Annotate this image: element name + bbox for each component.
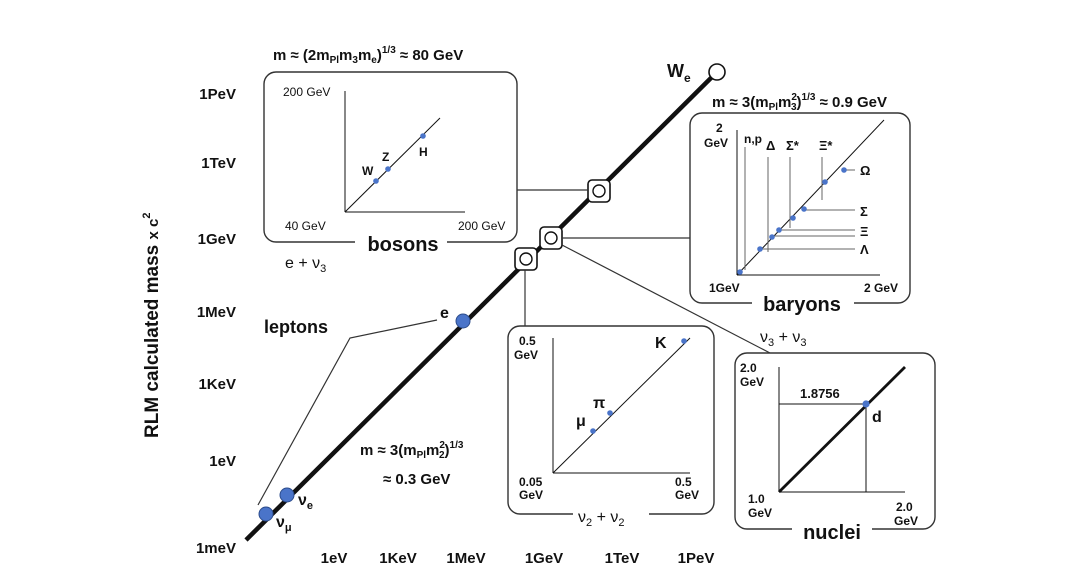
bosons-label-h: H [419,145,428,159]
mesons-label-mu: μ [576,413,586,430]
leptons-label: leptons [264,317,328,337]
nuclei-inset: 1.8756 d 2.0 GeV 1.0 GeV 2.0 GeV nuclei [734,352,936,544]
nuclei-diagonal [778,366,906,493]
y-tick-1gev: 1GeV [198,231,236,248]
x-tick-1kev: 1KeV [379,550,417,567]
x-tick-1pev: 1PeV [678,550,715,567]
mesons-point-pi [607,410,613,416]
bosons-point-h [420,133,426,139]
baryons-point-xistar [822,179,828,185]
x-tick-1mev: 1MeV [446,550,485,567]
baryons-label-omega: Ω [860,163,870,178]
bosons-point-w [373,178,379,184]
point-we [708,63,726,81]
mesons-label-k: K [655,335,667,352]
x-tick-1ev: 1eV [321,550,348,567]
baryons-combo: ν3 + ν3 [760,329,806,349]
nuclei-x-max-2: GeV [894,514,918,528]
mesons-x-min-2: GeV [519,488,543,502]
mesons-label-pi: π [593,395,605,412]
bosons-label-z: Z [382,150,389,164]
baryons-point-omega [841,167,847,173]
y-axis-title: RLM calculated mass x c2 [141,212,163,438]
mesons-point-k [681,338,687,344]
baryons-point-sigma [769,234,775,240]
y-tick-1ev: 1eV [209,453,236,470]
nuclei-y-top-1: 2.0 [740,361,757,375]
y-tick-1mev-low: 1meV [196,540,236,557]
bosons-inset: m ≈ (2mPlm3me)1/3 ≈ 80 GeV 200 GeV 40 Ge… [263,45,518,275]
x-tick-1gev: 1GeV [525,550,563,567]
formula-03-gev-result: ≈ 0.3 GeV [383,471,450,488]
mesons-y-top-2: GeV [514,348,538,362]
baryons-point-delta [790,215,796,221]
nuclei-title: nuclei [803,522,861,544]
baryons-label-sigmastar: Σ* [786,138,800,153]
point-electron [455,313,471,329]
mesons-point-mu [590,428,596,434]
marker-bosons [587,179,611,203]
nuclei-x-max-1: 2.0 [896,500,913,514]
baryons-label-xistar: Ξ* [819,138,833,153]
baryons-y-top-2: GeV [704,136,728,150]
baryons-title: baryons [763,294,841,316]
marker-baryons [539,226,563,250]
bosons-label-w: W [362,164,374,178]
mesons-y-top-1: 0.5 [519,334,536,348]
main-plot: 1PeV 1TeV 1GeV 1MeV 1KeV 1eV 1meV 1eV 1K… [141,61,771,567]
label-nue: νe [298,492,313,512]
baryons-point-np [737,269,743,275]
baryons-x-max: 2 GeV [864,281,898,295]
bosons-formula: m ≈ (2mPlm3me)1/3 ≈ 80 GeV [273,45,463,66]
nuclei-x-min-1: 1.0 [748,492,765,506]
label-we: We [667,61,691,85]
baryons-point-lambda [757,246,763,252]
leptons-leader-line [257,319,438,506]
bosons-point-z [385,166,391,172]
y-tick-1kev: 1KeV [198,376,236,393]
connector-nuclei [561,244,771,354]
y-tick-1tev: 1TeV [201,155,236,172]
label-numu: νμ [276,514,292,534]
marker-mesons [514,247,538,271]
main-diagonal-line [244,70,719,542]
baryons-y-top-1: 2 [716,121,723,135]
nuclei-x-min-2: GeV [748,506,772,520]
baryons-label-np: n,p [744,132,762,146]
nuclei-label-d: d [872,409,882,426]
point-nue [279,487,295,503]
mesons-x-max-2: GeV [675,488,699,502]
nuclei-value: 1.8756 [800,386,840,401]
baryons-point-xi [776,227,782,233]
mesons-x-max-1: 0.5 [675,475,692,489]
y-tick-1pev: 1PeV [199,86,236,103]
baryons-x-min: 1GeV [709,281,740,295]
baryons-label-lambda: Λ [860,242,869,257]
point-numu [258,506,274,522]
mesons-diagonal [552,337,691,474]
nuclei-y-top-2: GeV [740,375,764,389]
label-electron: e [440,305,449,322]
mesons-combo: ν2 + ν2 [578,509,624,529]
bosons-x-min: 40 GeV [285,219,326,233]
baryons-label-delta: Δ [766,138,775,153]
bosons-combo: e + ν3 [285,255,326,275]
baryons-label-xi: Ξ [860,224,868,239]
nuclei-point-d [862,400,870,408]
bosons-x-max: 200 GeV [458,219,505,233]
mesons-inset: 0.5 GeV 0.05 GeV 0.5 GeV K π μ ν2 + ν2 [507,325,715,529]
bosons-title: bosons [367,234,438,256]
mesons-x-min-1: 0.05 [519,475,543,489]
bosons-y-top: 200 GeV [283,85,330,99]
baryons-point-sigmastar [801,206,807,212]
x-tick-1tev: 1TeV [605,550,640,567]
baryons-label-sigma: Σ [860,204,868,219]
y-tick-1mev: 1MeV [197,304,236,321]
